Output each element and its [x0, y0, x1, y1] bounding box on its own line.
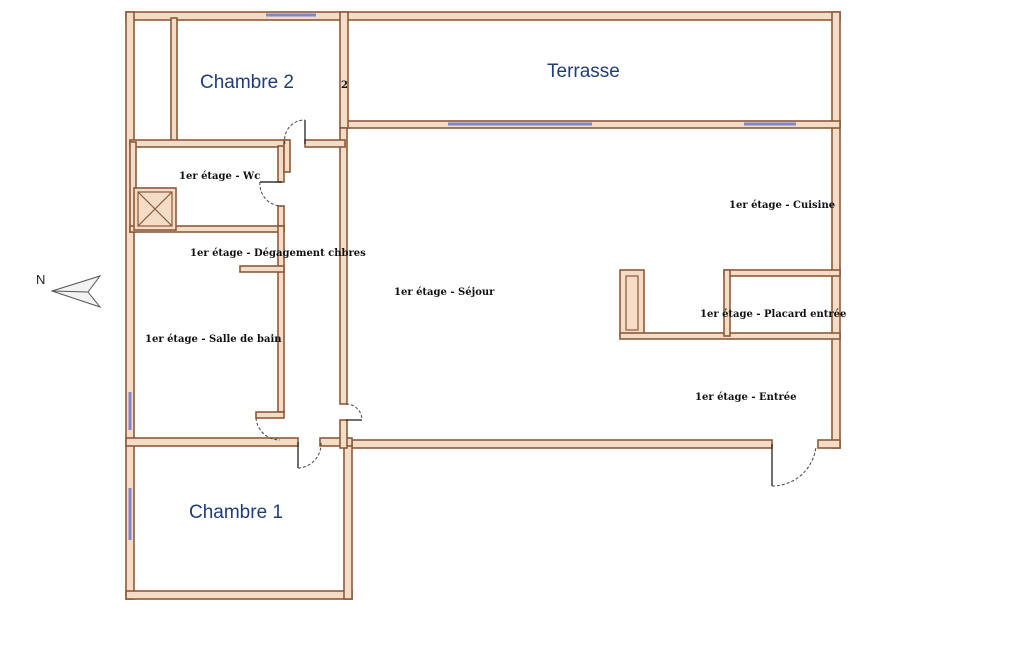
wall-corridor-sejour-low — [339, 419, 348, 449]
wall-chambre1-bottom — [125, 590, 353, 600]
shaft-cross-2 — [137, 191, 173, 227]
wall-chambre2-bottom-2 — [304, 139, 346, 148]
wall-wc-right — [277, 145, 285, 183]
room-label-placard: 1er étage - Placard entrée — [700, 309, 846, 320]
room-label-degagement: 1er étage - Dégagement chbres — [190, 248, 366, 259]
north-arrow: N — [36, 272, 102, 309]
door-chambre2-arc — [284, 119, 306, 145]
wall-corridor-sejour — [339, 127, 348, 405]
door-wc-arc — [259, 181, 282, 207]
wall-chambre2-terrasse — [339, 11, 349, 129]
room-label-terrasse: Terrasse — [547, 61, 620, 82]
door-bath-arc — [255, 417, 281, 441]
room-labels: Chambre 2 2 Terrasse Chambre 1 1er étage… — [145, 61, 846, 523]
level-mark: 2 — [341, 80, 348, 91]
north-label: N — [36, 272, 45, 287]
wall-chambre1-top-2 — [319, 437, 353, 447]
room-label-chambre1: Chambre 1 — [189, 502, 283, 523]
wall-bath-door — [255, 411, 285, 419]
wall-corridor-right-upper — [283, 139, 291, 173]
door-entree-arc — [771, 445, 817, 487]
wall-right — [831, 11, 841, 449]
wall-island-left — [619, 269, 645, 337]
wall-chambre1-right — [343, 439, 353, 600]
door-chambre1-arc — [297, 442, 322, 469]
wall-top — [125, 11, 841, 21]
wall-placard-left — [723, 269, 731, 337]
room-label-salle-de-bain: 1er étage - Salle de bain — [145, 334, 282, 345]
north-arrow-center-line — [51, 290, 89, 293]
door-sejour-arc — [345, 403, 363, 421]
room-label-chambre2: Chambre 2 — [200, 72, 294, 93]
windows — [128, 13, 796, 540]
wall-bottom-right-2 — [817, 439, 841, 449]
wall-bath-right-jog — [239, 265, 285, 273]
wall-placard-top — [723, 269, 841, 277]
wall-chambre2-left — [170, 17, 178, 143]
wall-bottom-right — [343, 439, 773, 449]
doors — [255, 119, 817, 487]
shaft-inner — [137, 191, 173, 227]
room-label-entree: 1er étage - Entrée — [695, 392, 797, 403]
room-label-sejour: 1er étage - Séjour — [394, 287, 495, 298]
room-label-wc: 1er étage - Wc — [179, 171, 260, 182]
room-label-cuisine: 1er étage - Cuisine — [729, 200, 835, 211]
wall-chambre2-bottom — [129, 139, 287, 148]
wall-island-inner — [625, 275, 639, 331]
shaft — [133, 187, 177, 231]
